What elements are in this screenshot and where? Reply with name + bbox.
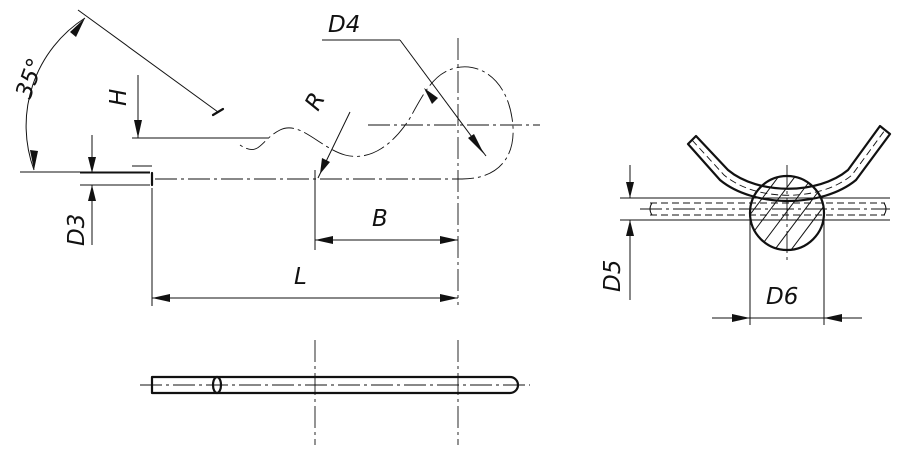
- v-wire-hidden: [691, 129, 886, 196]
- section-hatching: [750, 176, 824, 250]
- l-arrow-left: [152, 294, 170, 302]
- d3-arrow-top: [88, 157, 96, 173]
- v-wire-outline: [686, 124, 892, 202]
- d4-arrow-upper: [424, 88, 438, 104]
- d3-label: D3: [64, 214, 90, 246]
- clip-body-inner: [153, 62, 518, 183]
- h-label: H: [106, 89, 132, 106]
- h-arrow: [134, 120, 142, 138]
- d5-arrow-top: [626, 182, 634, 198]
- angle-arrow-bottom: [30, 150, 38, 170]
- top-view-body: [150, 375, 520, 395]
- l-label: L: [294, 264, 307, 290]
- d5-arrow-bottom: [626, 220, 634, 236]
- angle-arrow-top: [70, 18, 85, 37]
- angle-leader: [77, 9, 219, 113]
- angle-label: 35°: [11, 55, 49, 102]
- front-view: 35° H R D4 D3 B L: [11, 9, 540, 306]
- l-arrow-right: [440, 294, 458, 302]
- d6-label: D6: [766, 284, 798, 310]
- b-arrow-right: [440, 236, 458, 244]
- d6-arrow-left: [732, 314, 750, 322]
- top-view: [140, 340, 530, 445]
- d6-arrow-right: [824, 314, 842, 322]
- top-view-bend: [211, 375, 223, 395]
- b-arrow-left: [315, 236, 333, 244]
- d5-label: D5: [600, 260, 626, 292]
- r-label: R: [300, 88, 330, 114]
- d4-label: D4: [328, 12, 360, 38]
- side-view: D5 D6: [600, 124, 892, 325]
- clip-body: [150, 65, 515, 181]
- d3-arrow-bottom: [88, 185, 96, 201]
- angle-arc: [25, 17, 86, 171]
- wire-centerline: [155, 66, 514, 180]
- r-arrow: [320, 158, 330, 174]
- b-label: B: [372, 206, 388, 232]
- d4-arrow-lower: [468, 134, 484, 154]
